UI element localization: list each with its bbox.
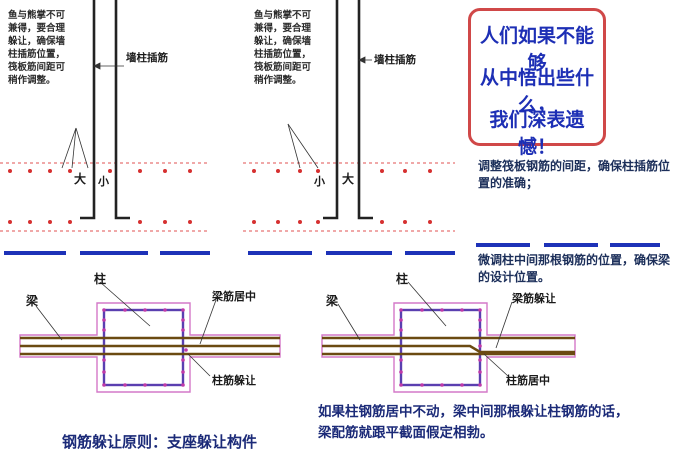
top-left-small-label: 小 bbox=[98, 175, 109, 188]
top-middle-small-label: 小 bbox=[314, 175, 325, 188]
bottom-right-beam-yield-label: 梁筋躲让 bbox=[512, 292, 556, 305]
slab-bottom-rebar-row bbox=[8, 220, 192, 224]
slab-bottom-rebar-row bbox=[252, 220, 432, 224]
column-stirrup bbox=[399, 308, 482, 387]
column-bar-dots bbox=[102, 308, 188, 387]
leader-lines bbox=[61, 127, 89, 169]
wall-rebar-pair bbox=[80, 0, 130, 220]
top-middle-note: 鱼与熊掌不可兼得，要合理躲让，确保墙柱插筋位置，筏板筋间距可稍作调整。 bbox=[254, 10, 312, 86]
top-middle-big-label: 大 bbox=[342, 172, 355, 186]
detail-bottom-right bbox=[321, 281, 576, 393]
top-left-note: 鱼与熊掌不可兼得，要合理躲让，确保墙柱插筋位置，筏板筋间距可稍作调整。 bbox=[8, 10, 66, 86]
bottom-left-caption: 钢筋躲让原则：支座躲让构件 bbox=[62, 433, 258, 451]
bottom-right-column-centered-label: 柱筋居中 bbox=[506, 374, 550, 387]
wall-rebar-pair bbox=[323, 0, 373, 220]
beam-rebar-lines bbox=[322, 336, 575, 356]
bottom-left-beam-centered-label: 梁筋居中 bbox=[212, 290, 256, 303]
slab-top-rebar-row bbox=[252, 169, 432, 173]
top-left-big-label: 大 bbox=[74, 172, 87, 186]
adjust-spacing-note: 调整筏板钢筋的间距，确保柱插筋位置的准确； bbox=[478, 159, 671, 190]
wall-rebar-arrow bbox=[358, 56, 372, 64]
leader-lines bbox=[287, 123, 319, 169]
detail-bottom-left bbox=[19, 281, 281, 393]
leader-lines bbox=[35, 281, 217, 377]
bottom-right-column-label: 柱 bbox=[396, 272, 409, 286]
leader-lines bbox=[337, 281, 513, 377]
callout-line-2: 从中悟出些什么， bbox=[479, 67, 594, 116]
callout-line-3: 我们深表遗憾！ bbox=[489, 109, 585, 158]
beam-rebar-lines bbox=[20, 336, 280, 356]
beam-column-outline bbox=[321, 302, 576, 393]
bottom-left-column-label: 柱 bbox=[94, 272, 107, 286]
callout-line-1: 人们如果不能够 bbox=[479, 25, 594, 74]
bottom-left-beam-label: 梁 bbox=[26, 294, 39, 308]
column-bar-dots bbox=[399, 308, 482, 387]
wall-rebar-arrow bbox=[93, 62, 124, 70]
adjust-beam-note: 微调柱中间那根钢筋的位置，确保梁的设计位置。 bbox=[478, 253, 671, 284]
detail-top-left bbox=[0, 0, 210, 255]
column-stirrup bbox=[102, 308, 185, 387]
bottom-right-beam-label: 梁 bbox=[326, 294, 339, 308]
beam-column-outline bbox=[19, 302, 281, 393]
reflection-callout: 人们如果不能够 从中悟出些什么， 我们深表遗憾！ bbox=[468, 8, 606, 158]
slab-top-rebar-row bbox=[8, 169, 192, 173]
detail-top-middle bbox=[243, 0, 455, 255]
top-left-wall-rebar-label: 墙柱插筋 bbox=[126, 52, 168, 64]
bottom-right-caption: 如果柱钢筋居中不动，梁中间那根躲让柱钢筋的话，梁配筋就跟平截面假定相勃。 bbox=[318, 404, 629, 441]
bottom-left-column-yield-label: 柱筋躲让 bbox=[212, 374, 256, 387]
top-middle-wall-rebar-label: 墙柱插筋 bbox=[374, 54, 416, 66]
